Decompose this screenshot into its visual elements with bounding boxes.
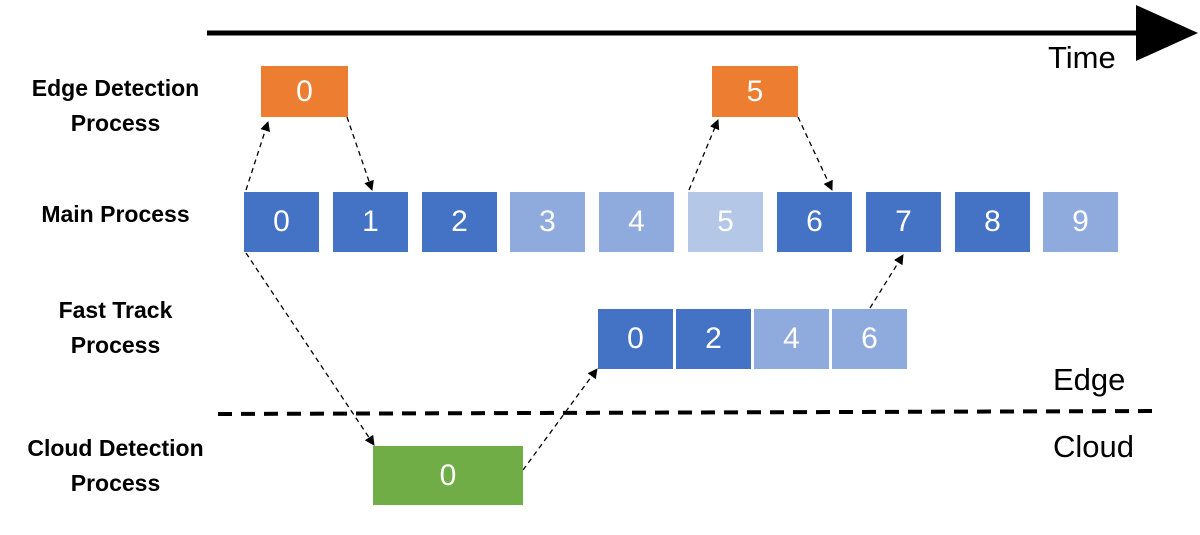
edge-cloud-divider <box>217 409 1159 416</box>
edge-detection-label: Edge Detection Process <box>18 71 213 141</box>
main-frame-4: 4 <box>599 192 674 252</box>
fast-frame-4: 4 <box>754 309 829 369</box>
edge-frame-0: 0 <box>261 66 348 117</box>
fast-frame-2: 2 <box>676 309 751 369</box>
main-frame-5: 5 <box>688 192 763 252</box>
edge-frame-5: 5 <box>712 66 798 117</box>
time-arrowhead-icon <box>1136 5 1198 61</box>
arrow-main5-to-edge5 <box>688 119 720 191</box>
main-frame-3: 3 <box>510 192 585 252</box>
arrow-cloud0-to-fast0 <box>522 368 598 471</box>
arrow-fast6-to-main7 <box>869 254 904 309</box>
arrow-edge5-to-main6 <box>797 116 833 191</box>
main-process-label: Main Process <box>41 201 190 227</box>
main-frame-8: 8 <box>955 192 1030 252</box>
cloud-detection-label: Cloud Detection Process <box>10 431 221 501</box>
cloud-detection-label-line2: Process <box>70 470 161 496</box>
edge-detection-label-line2: Process <box>70 110 161 136</box>
arrow-main0-to-cloud0 <box>245 252 375 446</box>
edge-detection-label-line1: Edge Detection <box>31 75 200 101</box>
cloud-frame-0: 0 <box>373 446 523 505</box>
time-label: Time <box>1048 40 1116 75</box>
fast-track-label: Fast Track Process <box>18 293 213 363</box>
arrow-main0-to-edge0 <box>245 121 270 191</box>
fast-track-label-line1: Fast Track <box>58 297 173 323</box>
main-frame-7: 7 <box>866 192 941 252</box>
cloud-detection-label-line1: Cloud Detection <box>27 435 204 461</box>
arrow-edge0-to-main1 <box>346 116 374 191</box>
edge-region-label: Edge <box>1053 362 1126 397</box>
main-frame-9: 9 <box>1043 192 1118 252</box>
cloud-region-label: Cloud <box>1053 429 1134 464</box>
main-frame-1: 1 <box>333 192 408 252</box>
fast-frame-6: 6 <box>832 309 907 369</box>
main-frame-0: 0 <box>244 192 319 252</box>
main-frame-2: 2 <box>422 192 497 252</box>
fast-frame-0: 0 <box>598 309 673 369</box>
fast-track-label-line2: Process <box>70 332 161 358</box>
main-frame-6: 6 <box>777 192 852 252</box>
